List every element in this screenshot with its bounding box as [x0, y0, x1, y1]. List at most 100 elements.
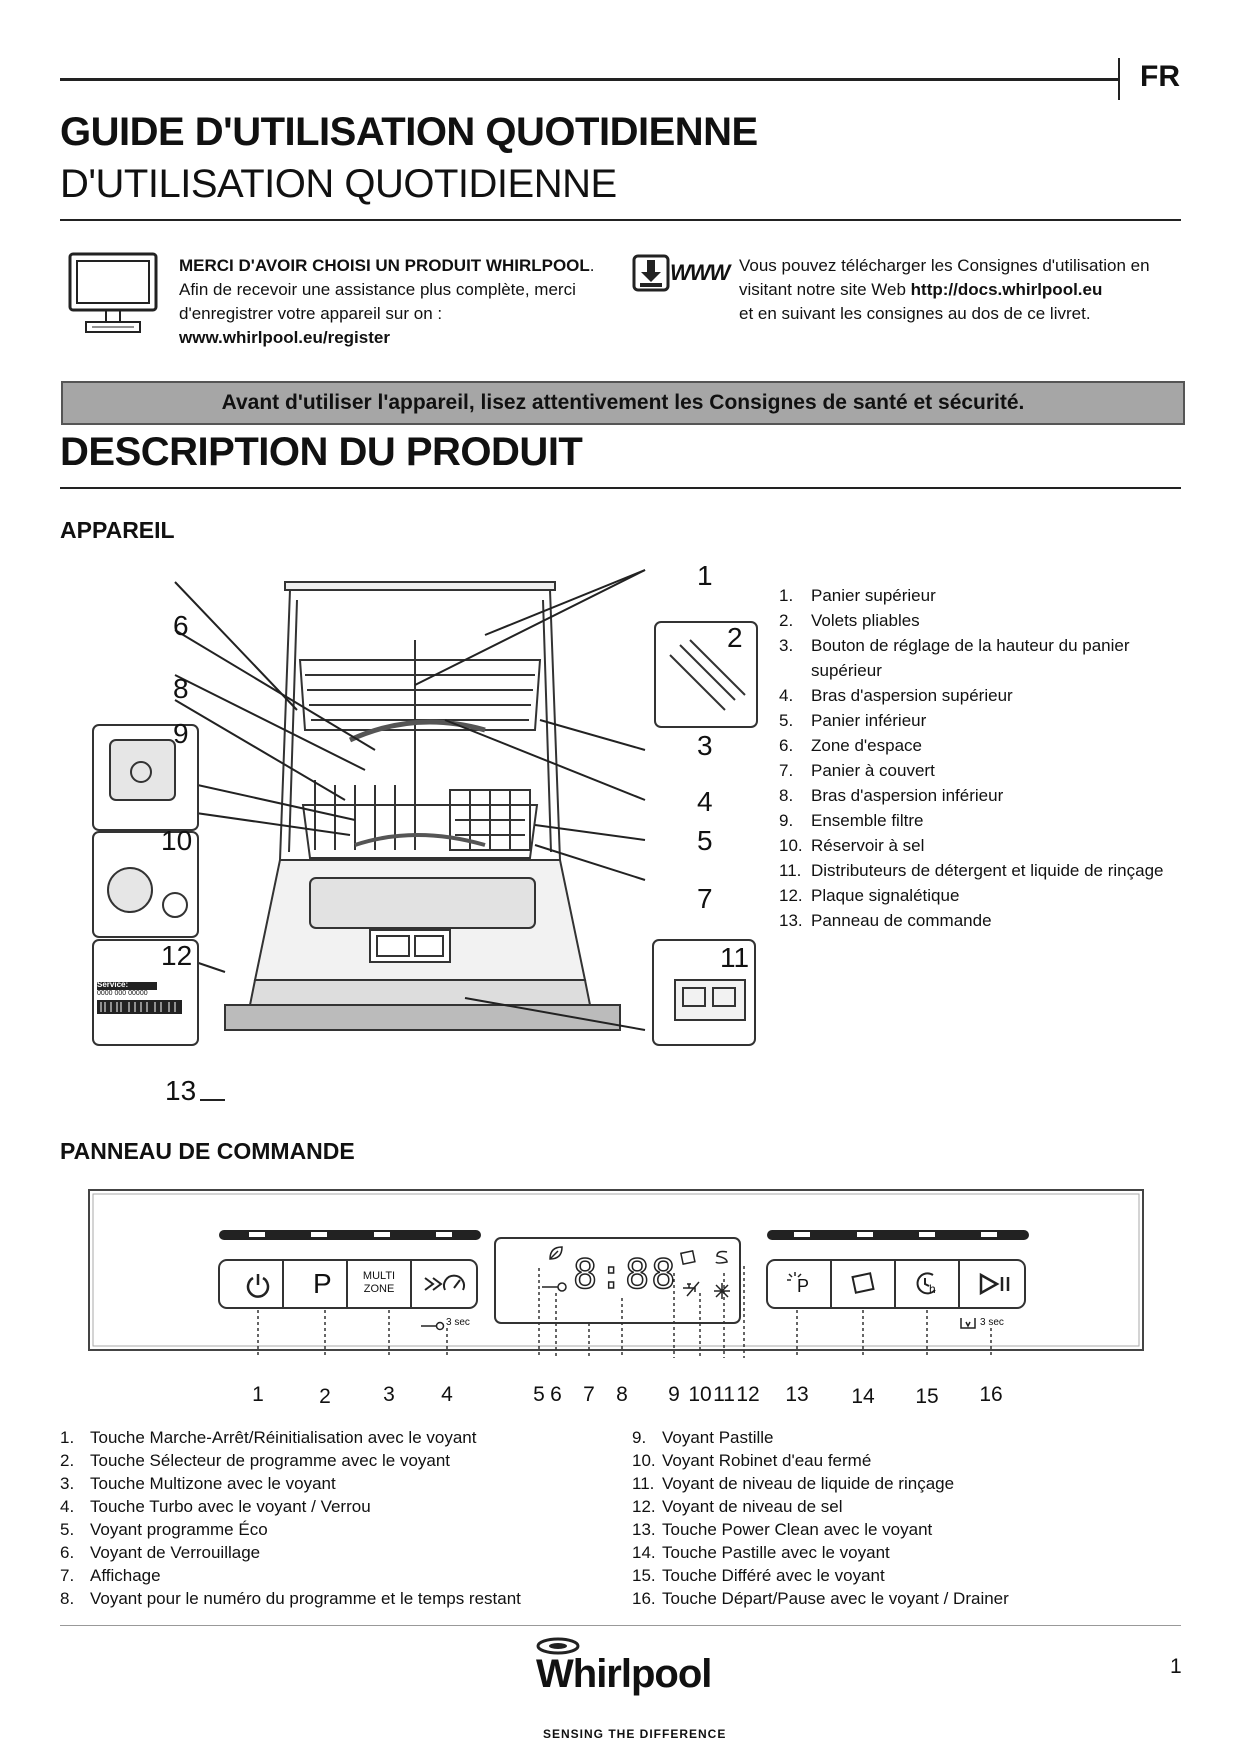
list-item: 12.Voyant de niveau de sel	[632, 1497, 843, 1516]
lock-hint: 3 sec	[446, 1317, 470, 1328]
list-item: 10.Voyant Robinet d'eau fermé	[632, 1451, 872, 1470]
water-tap-indicator-icon	[681, 1280, 703, 1303]
callout-6: 6	[173, 610, 189, 641]
drain-icon	[959, 1316, 977, 1335]
panel-number-6: 6	[550, 1383, 562, 1406]
brand-logo: Whirlpool	[536, 1652, 712, 1696]
list-item: 12.Plaque signalétique	[779, 886, 960, 905]
control-panel-title: PANNEAU DE COMMANDE	[60, 1138, 355, 1164]
panel-number-4: 4	[441, 1383, 453, 1406]
register-link[interactable]: www.whirlpool.eu/register	[179, 328, 390, 347]
page-number: 1	[1170, 1655, 1182, 1678]
list-item: 4.Bras d'aspersion supérieur	[779, 686, 1013, 705]
controls-list-left: 1.Touche Marche-Arrêt/Réinitialisation a…	[60, 1426, 600, 1610]
callout-12: 12	[161, 940, 193, 971]
brand-tagline: SENSING THE DIFFERENCE	[543, 1727, 727, 1741]
list-item: 5.Panier inférieur	[779, 711, 927, 730]
panel-number-5: 5	[533, 1383, 545, 1406]
drain-hint: 3 sec	[980, 1317, 1004, 1328]
list-item: 5. Voyant programme Éco	[60, 1520, 268, 1539]
delay-icon[interactable]: h	[913, 1270, 941, 1303]
title-rule	[60, 219, 1181, 221]
list-item: 11.Distributeurs de détergent et liquide…	[779, 861, 1164, 880]
panel-number-12: 12	[736, 1383, 760, 1406]
turbo-icon[interactable]	[421, 1272, 467, 1301]
section-rule	[60, 487, 1181, 489]
callout-2: 2	[727, 622, 743, 653]
controls-list-right: 9.Voyant Pastille 10.Voyant Robinet d'ea…	[632, 1426, 1192, 1610]
callout-13: 13	[165, 1075, 197, 1106]
rating-plate-service-label: Service:	[97, 980, 129, 989]
callout-10: 10	[161, 825, 193, 856]
list-item: 2.Touche Sélecteur de programme avec le …	[60, 1451, 451, 1470]
intro-left-line2: d'enregistrer votre appareil sur on :	[179, 304, 443, 323]
intro-right-line2: visitant notre site Web	[739, 280, 911, 299]
page-title: GUIDE D'UTILISATION QUOTIDIENNE	[60, 110, 758, 154]
panel-number-15: 15	[915, 1385, 939, 1408]
salt-indicator-icon	[713, 1248, 731, 1271]
panel-number-2: 2	[319, 1385, 331, 1408]
docs-link[interactable]: http://docs.whirlpool.eu	[910, 280, 1103, 299]
tablet-icon[interactable]	[849, 1272, 877, 1301]
list-item: 2. Volets pliables	[779, 611, 920, 630]
list-item: 8.Bras d'aspersion inférieur	[779, 786, 1004, 805]
panel-number-8: 8	[616, 1383, 628, 1406]
www-label: WWW	[670, 260, 730, 285]
list-item: 4.Touche Turbo avec le voyant / Verrou	[60, 1497, 371, 1516]
intro-right-line1: Vous pouvez télécharger les Consignes d'…	[739, 256, 1150, 275]
header-rule-tick	[1118, 58, 1120, 100]
list-item: supérieur	[811, 661, 882, 680]
callout-3: 3	[697, 730, 713, 761]
panel-number-16: 16	[979, 1383, 1003, 1406]
whirlpool-logo-swirl	[536, 1636, 582, 1661]
multizone-button[interactable]: MULTI ZONE	[351, 1270, 407, 1296]
intro-heading: MERCI D'AVOIR CHOISI UN PRODUIT WHIRLPOO…	[179, 256, 590, 275]
multizone-label2: ZONE	[363, 1283, 395, 1295]
callout-1: 1	[697, 560, 713, 591]
list-item: 3.Touche Multizone avec le voyant	[60, 1474, 336, 1493]
callout-8: 8	[173, 673, 189, 704]
safety-warning-banner: Avant d'utiliser l'appareil, lisez atten…	[61, 381, 1185, 425]
panel-number-11: 11	[713, 1383, 735, 1406]
intro-heading-suffix: .	[589, 256, 595, 275]
intro-left-line1: Afin de recevoir une assistance plus com…	[179, 280, 576, 299]
dishwasher-diagram: Service: 0000 000 00000 1 2 3 4 5 6 7 8 …	[85, 560, 765, 1115]
list-item: 14.Touche Pastille avec le voyant	[632, 1543, 890, 1562]
panel-number-9: 9	[668, 1383, 680, 1406]
computer-monitor-icon	[68, 252, 160, 343]
program-p-icon[interactable]: P	[313, 1268, 332, 1299]
callout-5: 5	[697, 825, 713, 856]
control-panel-diagram: P MULTI ZONE 3 sec 8:88 P h	[87, 1188, 1147, 1383]
list-item: 11.Voyant de niveau de liquide de rinçag…	[632, 1474, 955, 1493]
list-item: 15.Touche Différé avec le voyant	[632, 1566, 885, 1585]
download-www-icon: WWW	[632, 254, 730, 301]
page-subtitle: D'UTILISATION QUOTIDIENNE	[60, 162, 617, 206]
footer-rule	[60, 1625, 1181, 1626]
panel-number-1: 1	[252, 1383, 264, 1406]
list-item: 13.Touche Power Clean avec le voyant	[632, 1520, 933, 1539]
power-clean-icon[interactable]: P	[785, 1270, 815, 1303]
list-item: 1.Panier supérieur	[779, 586, 936, 605]
header-rule	[60, 78, 1120, 81]
rating-plate-service-number: 0000 000 00000	[97, 990, 148, 997]
list-item: 16.Touche Départ/Pause avec le voyant / …	[632, 1589, 1009, 1608]
list-item: 10.Réservoir à sel	[779, 836, 925, 855]
callout-9: 9	[173, 718, 189, 749]
display-digits: 8:88	[572, 1251, 678, 1299]
intro-left: MERCI D'AVOIR CHOISI UN PRODUIT WHIRLPOO…	[179, 254, 609, 350]
intro-right: Vous pouvez télécharger les Consignes d'…	[739, 254, 1179, 326]
list-item: 9.Voyant Pastille	[632, 1428, 774, 1447]
start-pause-icon[interactable]	[977, 1272, 1011, 1301]
list-item: 3.Bouton de réglage de la hauteur du pan…	[779, 636, 1130, 655]
lock-key-icon	[421, 1318, 445, 1336]
appliance-title: APPAREIL	[60, 517, 175, 543]
power-icon[interactable]	[245, 1272, 271, 1303]
tablet-indicator-icon	[679, 1249, 697, 1271]
rinse-aid-indicator-icon	[713, 1282, 731, 1305]
list-item: 1.Touche Marche-Arrêt/Réinitialisation a…	[60, 1428, 477, 1447]
panel-number-3: 3	[383, 1383, 395, 1406]
language-label: FR	[1140, 60, 1180, 93]
panel-number-7: 7	[583, 1383, 595, 1406]
lock-indicator-icon	[542, 1280, 568, 1298]
intro-right-line3: et en suivant les consignes au dos de ce…	[739, 304, 1091, 323]
